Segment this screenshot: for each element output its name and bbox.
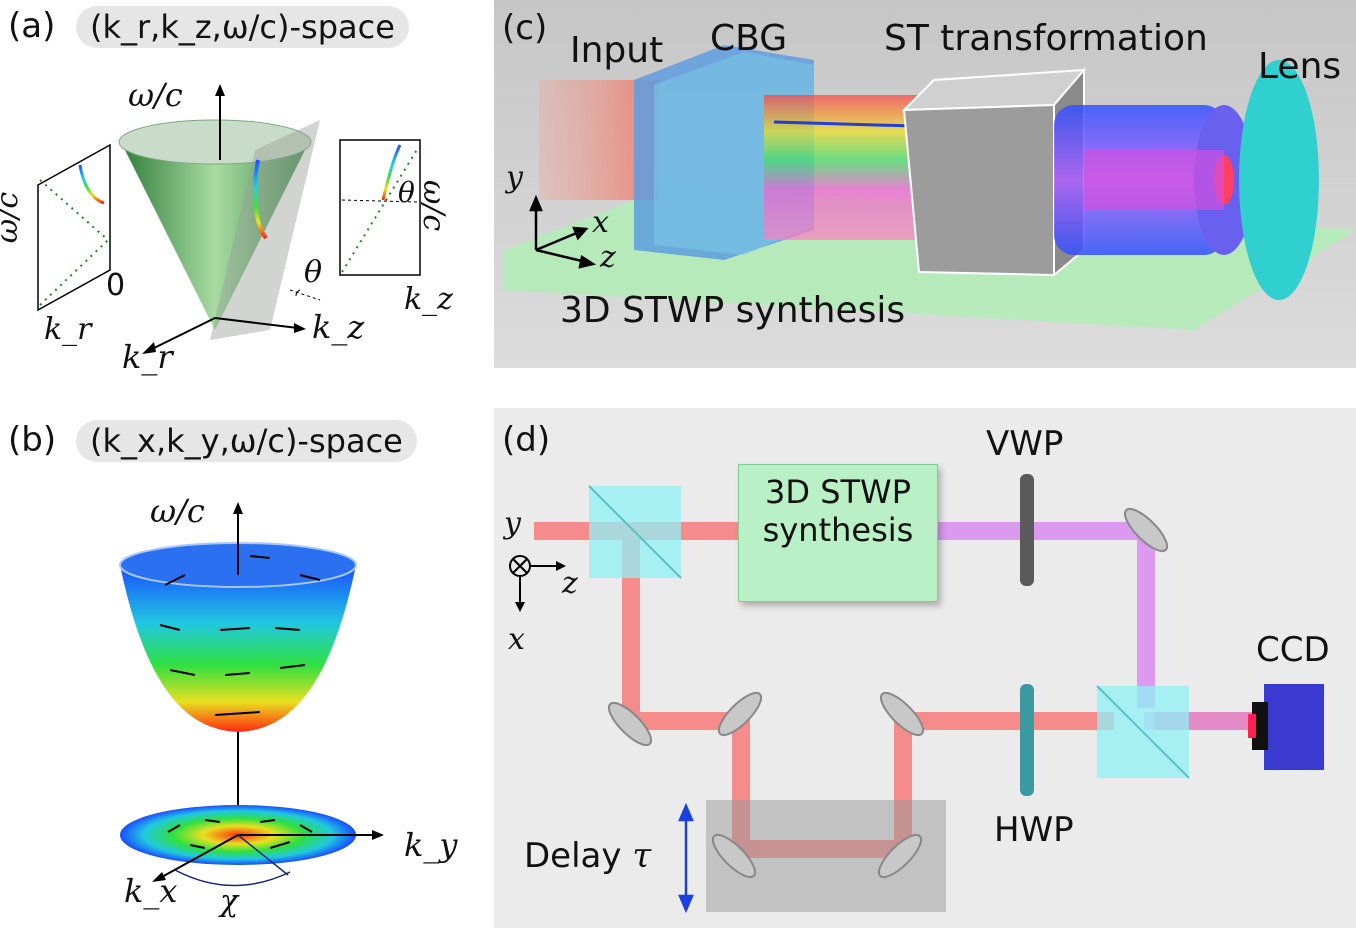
panel-c-cbg-label: CBG (710, 18, 788, 59)
panel-b-paraboloid-diagram (119, 502, 384, 887)
panel-a-axis-kr: k_r (122, 338, 173, 376)
panel-a-angle-theta: θ (304, 255, 323, 290)
panel-b-space-title: (k_x,k_y,ω/c)-space (76, 420, 417, 462)
panel-a-space-title: (k_r,k_z,ω/c)-space (76, 6, 409, 48)
panel-b-axis-omega: ω/c (150, 492, 205, 530)
panel-b-angle-chi: χ (220, 884, 239, 919)
panel-a-right-inset-x: k_z (404, 282, 453, 317)
panel-b-label: (b) (8, 420, 57, 460)
panel-a-cone-diagram (37, 84, 421, 354)
panel-a-axis-omega: ω/c (128, 76, 183, 114)
panel-a-left-inset-zero: 0 (106, 268, 126, 303)
panel-c-render (494, 0, 1356, 368)
panel-d-label: (d) (502, 420, 551, 460)
panel-b-axis-kx: k_x (124, 872, 178, 910)
panel-a-left-inset-x: k_r (44, 312, 92, 347)
panel-a-left-inset-y: ω/c (0, 191, 26, 244)
panel-c-label: (c) (502, 8, 548, 48)
panel-a-right-inset-angle: θ (398, 176, 415, 209)
panel-c-synthesis-label: 3D STWP synthesis (560, 290, 906, 331)
panel-a-right-inset-y: ω/c (416, 179, 452, 232)
panel-d-box-line2: synthesis (762, 511, 914, 549)
panel-c-input-label: Input (570, 30, 664, 71)
panel-d-delay-label: Delay τ (524, 836, 651, 876)
panel-d-vwp-label: VWP (986, 424, 1064, 464)
panel-a-label: (a) (8, 6, 56, 46)
panel-d-axis-z: z (562, 566, 578, 601)
panel-a-axis-kz: k_z (312, 308, 365, 346)
panel-d-axis-x: x (508, 622, 525, 657)
panel-d-axis-y: y (504, 506, 521, 541)
panel-d-box-line1: 3D STWP (765, 473, 911, 511)
panel-c-lens-label: Lens (1258, 46, 1342, 87)
panel-d-ccd-label: CCD (1256, 630, 1330, 670)
panel-b-axis-ky: k_y (404, 826, 458, 864)
panel-c-st-label: ST transformation (884, 18, 1208, 59)
panel-c-axis-y: y (506, 160, 523, 195)
panel-d-delay-text: Delay (524, 836, 622, 876)
panel-d-delay-tau: τ (632, 836, 652, 876)
panel-d-hwp-label: HWP (994, 810, 1074, 850)
panel-c-axis-z: z (600, 240, 616, 275)
panel-c-axis-x: x (592, 205, 609, 240)
panel-d-synthesis-box: 3D STWP synthesis (738, 464, 938, 602)
